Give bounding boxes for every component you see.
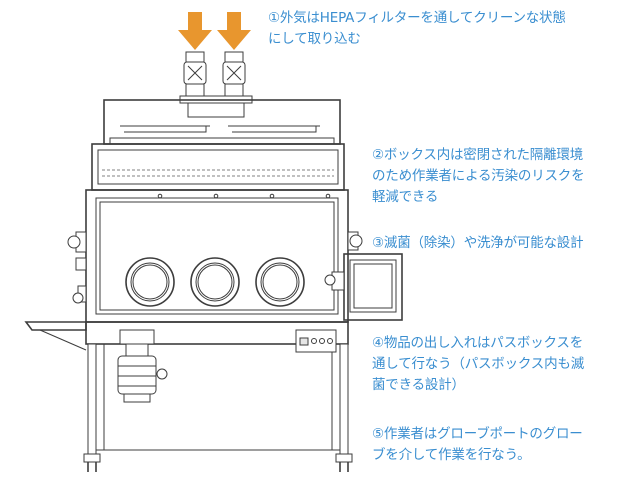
annotation-note-3: ③滅菌（除染）や洗浄が可能な設計	[372, 233, 634, 254]
hepa-filter-band	[91, 143, 345, 191]
annotation-line: ブを介して作業を行なう。	[372, 447, 531, 463]
annotation-line: ③滅菌（除染）や洗浄が可能な設計	[372, 235, 584, 251]
left-side-valves	[67, 231, 87, 304]
support-legs	[83, 343, 353, 472]
exhaust-blower	[117, 329, 168, 403]
annotation-line: 軽減できる	[372, 189, 439, 205]
air-intake-arrow-right	[217, 12, 251, 50]
annotation-note-4: ④物品の出し入れはパスボックスを 通して行なう（パスボックス内も滅 菌できる設計…	[372, 333, 634, 396]
annotation-line: ①外気はHEPAフィルターを通してクリーンな状態	[268, 10, 566, 26]
annotation-line: 菌できる設計）	[372, 377, 465, 393]
glove-port-right	[255, 257, 305, 307]
right-side-valve	[347, 231, 363, 251]
top-filter-housing	[103, 99, 341, 145]
annotation-line: 通して行なう（パスボックス内も滅	[372, 356, 584, 372]
annotation-line: にして取り込む	[268, 31, 361, 47]
annotation-line: ②ボックス内は密閉された隔離環境	[372, 147, 583, 163]
glove-port-left	[125, 257, 175, 307]
annotation-line: ④物品の出し入れはパスボックスを	[372, 335, 583, 351]
hepa-intake-unit-right	[222, 51, 246, 97]
intake-duct	[187, 102, 245, 118]
annotation-note-2: ②ボックス内は密閉された隔離環境 のため作業者による汚染のリスクを 軽減できる	[372, 145, 634, 208]
annotation-line: ⑤作業者はグローブポートのグロー	[372, 426, 583, 442]
control-panel	[295, 329, 337, 353]
hepa-intake-unit-left	[183, 51, 207, 97]
annotation-note-5: ⑤作業者はグローブポートのグロー ブを介して作業を行なう。	[372, 424, 634, 466]
glove-port-center	[190, 257, 240, 307]
work-shelf	[24, 321, 87, 351]
annotation-line: のため作業者による汚染のリスクを	[372, 168, 585, 184]
annotation-note-1: ①外気はHEPAフィルターを通してクリーンな状態 にして取り込む	[268, 8, 636, 50]
main-chamber	[85, 189, 349, 323]
air-intake-arrow-left	[178, 12, 212, 50]
pass-box	[324, 253, 403, 321]
